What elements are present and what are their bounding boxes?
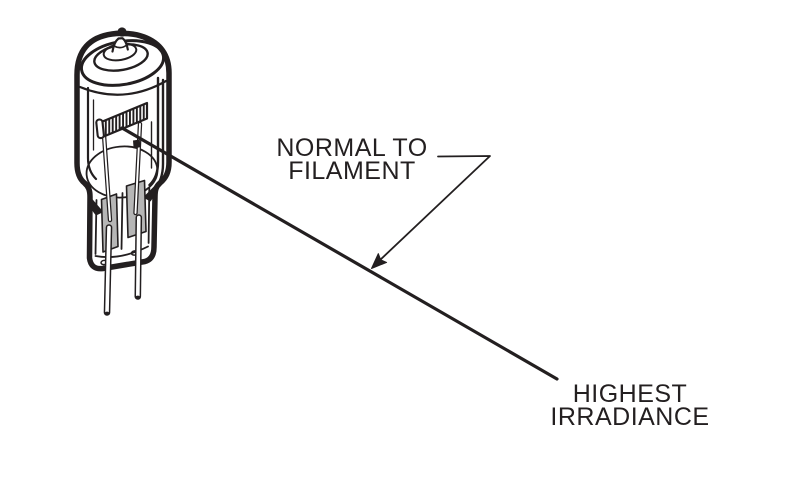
lamp-top-rings: [79, 27, 166, 87]
label-highest-line1: HIGHEST: [572, 380, 688, 408]
label-normal-line1: NORMAL TO: [276, 134, 428, 162]
coil-end-loop: [95, 118, 105, 140]
label-highest-line2: IRRADIANCE: [550, 403, 710, 431]
filament-coil: [95, 101, 149, 140]
normal-leader-line: [371, 155, 491, 269]
lamp-pin-left: [103, 224, 113, 316]
arrowhead-icon: [371, 253, 388, 269]
label-highest-irradiance: HIGHEST IRRADIANCE: [530, 380, 730, 431]
support-bead: [133, 139, 141, 149]
lamp-press-seal: [87, 183, 157, 266]
label-normal-to-filament: NORMAL TO FILAMENT: [252, 134, 452, 185]
label-normal-line2: FILAMENT: [288, 157, 416, 185]
lamp-pin-right: [134, 214, 143, 300]
irradiance-direction-line: [120, 126, 559, 381]
lamp-tip-ball: [117, 27, 127, 37]
